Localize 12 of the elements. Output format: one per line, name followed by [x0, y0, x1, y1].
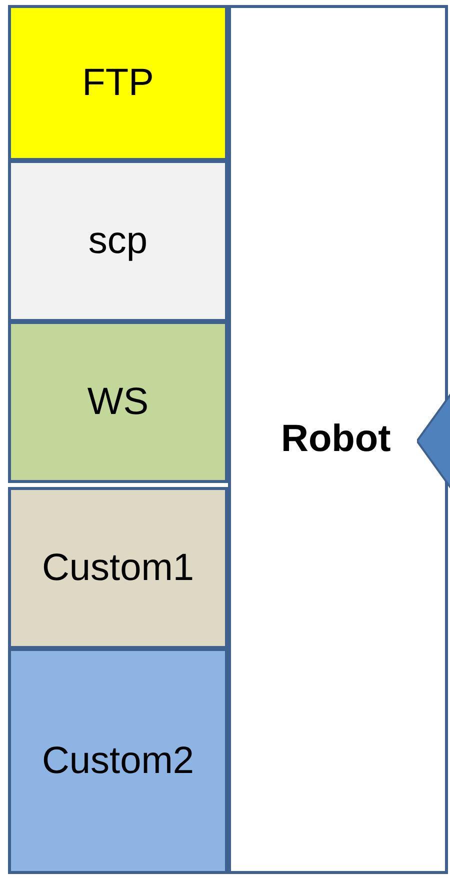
- node-label: Robot: [281, 418, 391, 461]
- process-box: [8, 160, 228, 322]
- node-label: Custom1: [42, 546, 194, 590]
- node-label: WS: [87, 380, 149, 424]
- process-box: [8, 648, 228, 874]
- process-box: [8, 5, 228, 161]
- node-label: FTP: [82, 62, 154, 104]
- process-box: [228, 5, 448, 874]
- node-label: Custom2: [42, 740, 194, 782]
- process-box: [8, 321, 228, 483]
- process-box: [8, 487, 228, 649]
- node-label: scp: [88, 220, 148, 262]
